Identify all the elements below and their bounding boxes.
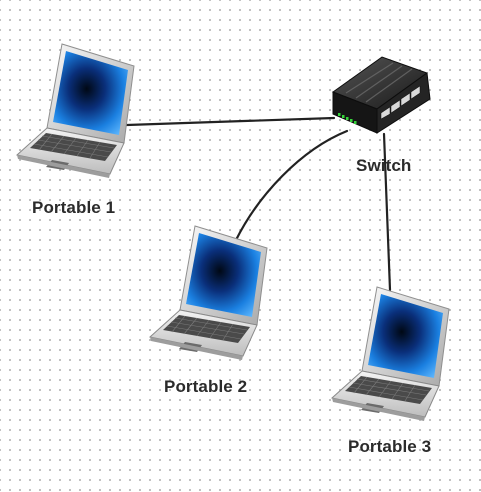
portable-3-label: Portable 3 xyxy=(348,437,432,456)
network-switch-icon xyxy=(331,56,431,134)
laptop-icon-portable-3 xyxy=(331,286,450,422)
portable-2-label: Portable 2 xyxy=(164,377,248,396)
cable-portable-1-switch xyxy=(124,116,336,127)
portable-1-label: Portable 1 xyxy=(32,198,116,217)
switch-label: Switch xyxy=(356,156,412,175)
cable-portable-2-switch xyxy=(234,129,349,242)
laptop-icon-portable-1 xyxy=(16,43,135,179)
cable-portable-3-switch xyxy=(382,132,392,292)
laptop-icon-portable-2 xyxy=(149,225,268,361)
